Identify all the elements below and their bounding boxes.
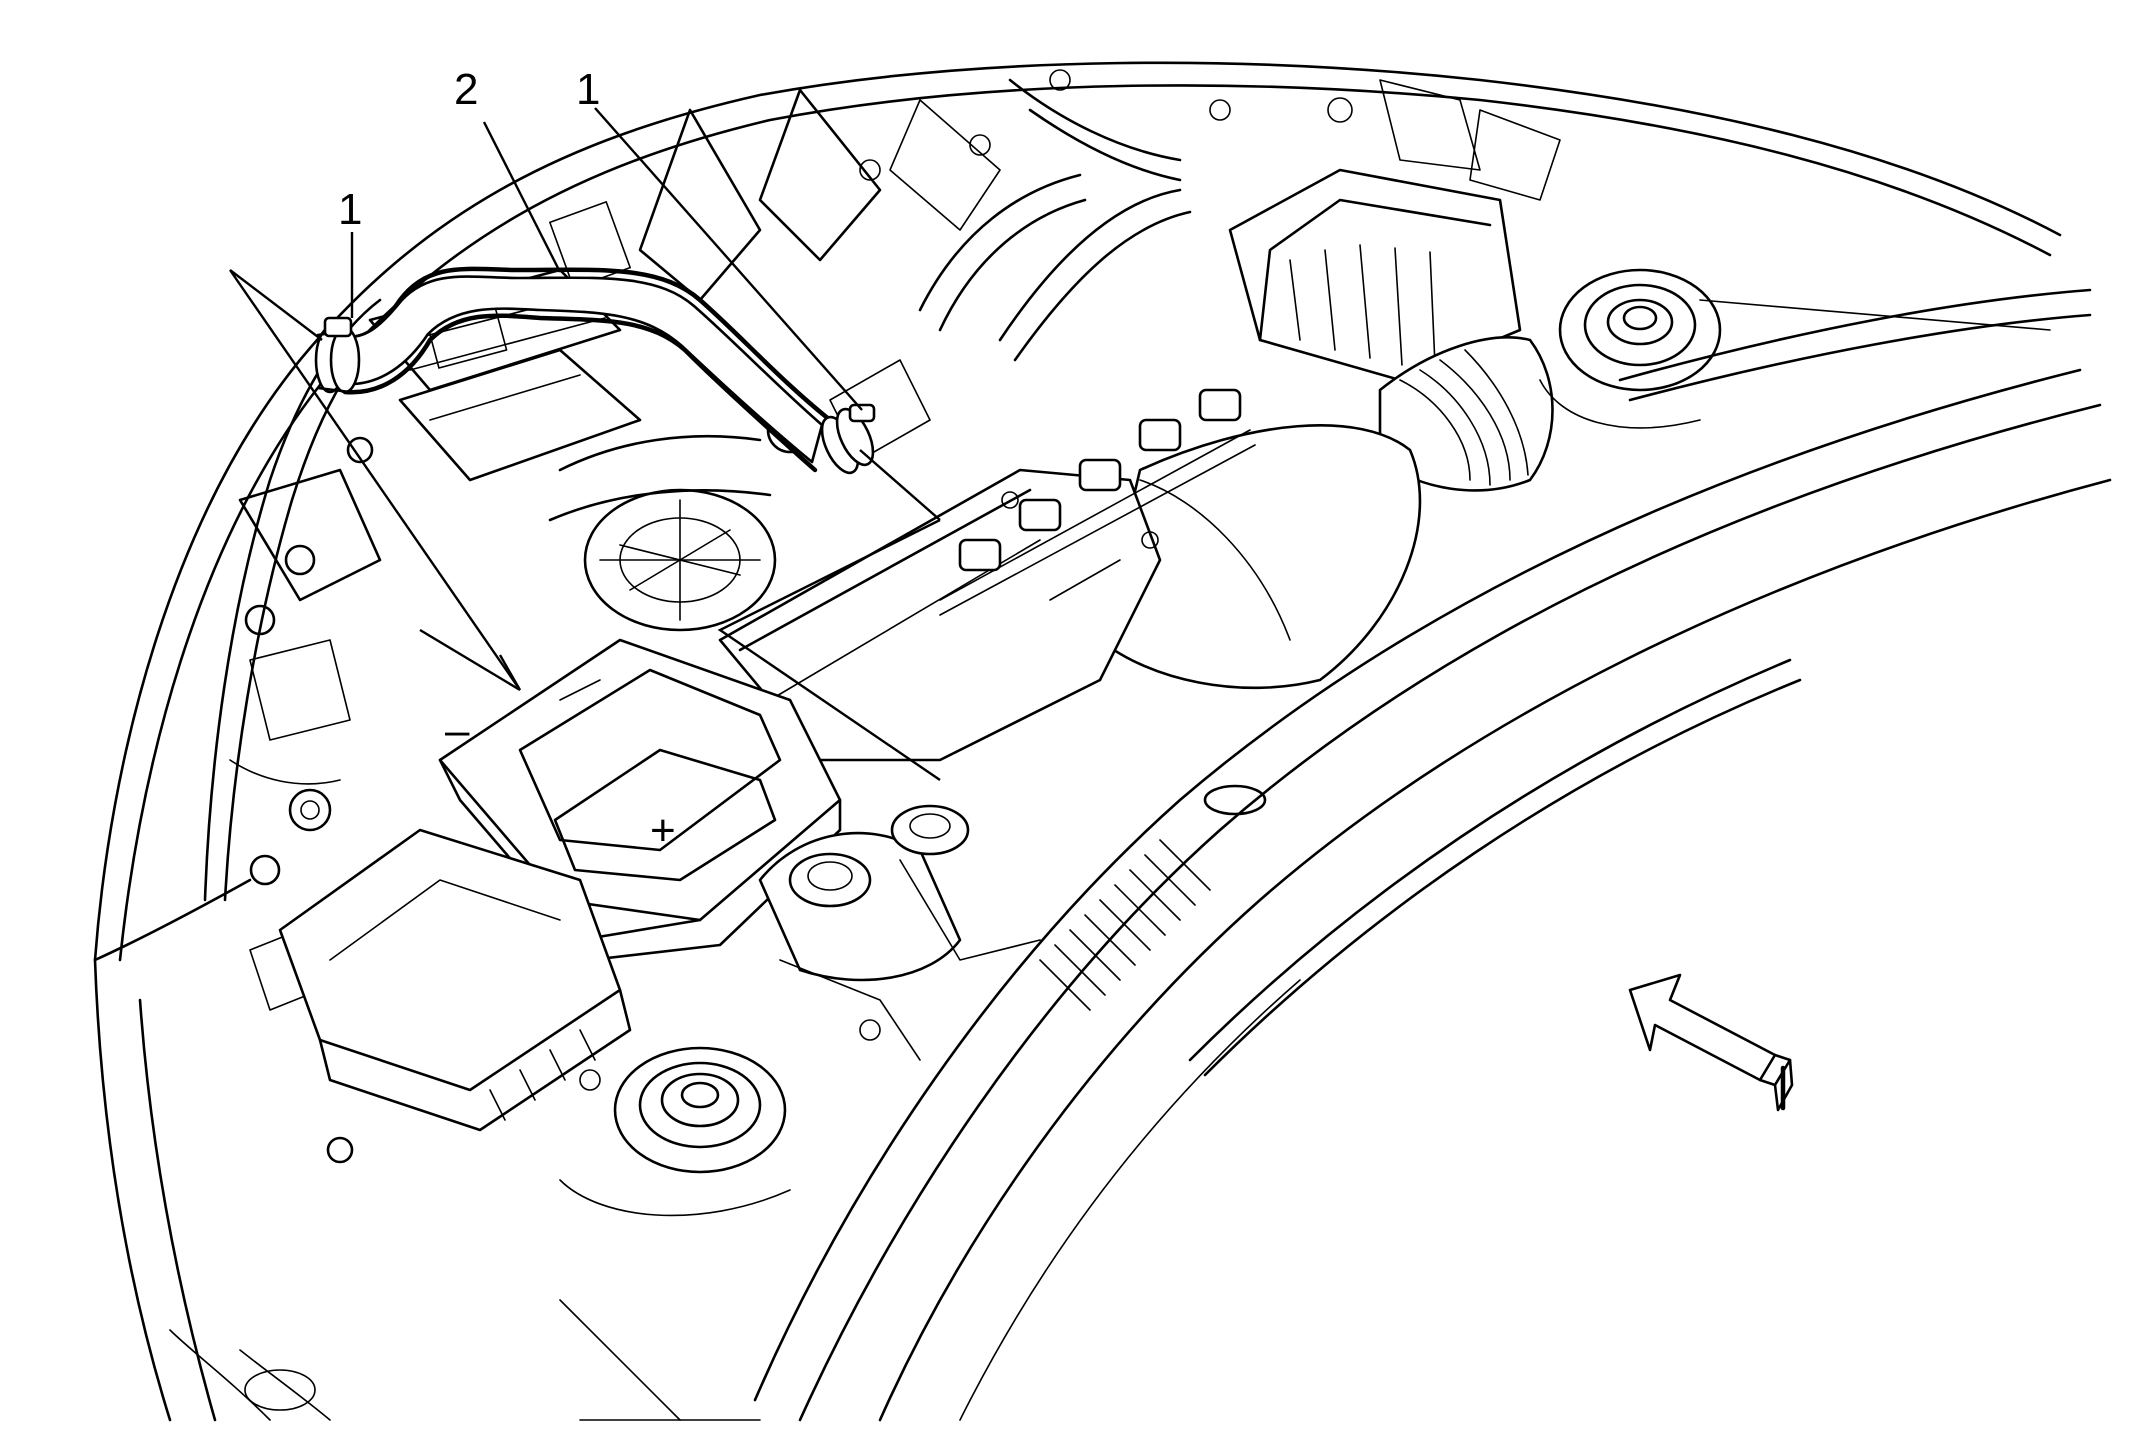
view-direction-arrow-icon (1628, 973, 1794, 1112)
right-strut-tower (1539, 268, 1722, 429)
coolant-reservoir (758, 804, 1041, 1061)
callout-labels: 1 2 1 (338, 65, 600, 234)
cooling-fan (583, 488, 777, 632)
air-cleaner-assembly (1098, 168, 1554, 690)
radiator-hose (327, 266, 833, 473)
callout-label-hose: 2 (454, 65, 478, 114)
engine (548, 134, 1256, 762)
view-callout-bracket (229, 269, 941, 781)
left-strut-tower (559, 1019, 881, 1217)
callout-label-left-clamp: 1 (338, 185, 362, 234)
ignition-coils (939, 388, 1256, 616)
left-hose-clamp (314, 316, 361, 394)
callout-label-right-clamp: 1 (576, 65, 600, 114)
battery-positive-symbol: + (650, 806, 676, 855)
callout-leaders (350, 107, 863, 411)
right-hose-clamp (820, 403, 876, 475)
fuse-box (278, 828, 632, 1132)
cowl-grille (1039, 839, 1211, 1011)
battery-negative-symbol: – (445, 706, 470, 755)
firewall-components (422, 69, 1561, 369)
vehicle-body (93, 61, 2112, 1422)
